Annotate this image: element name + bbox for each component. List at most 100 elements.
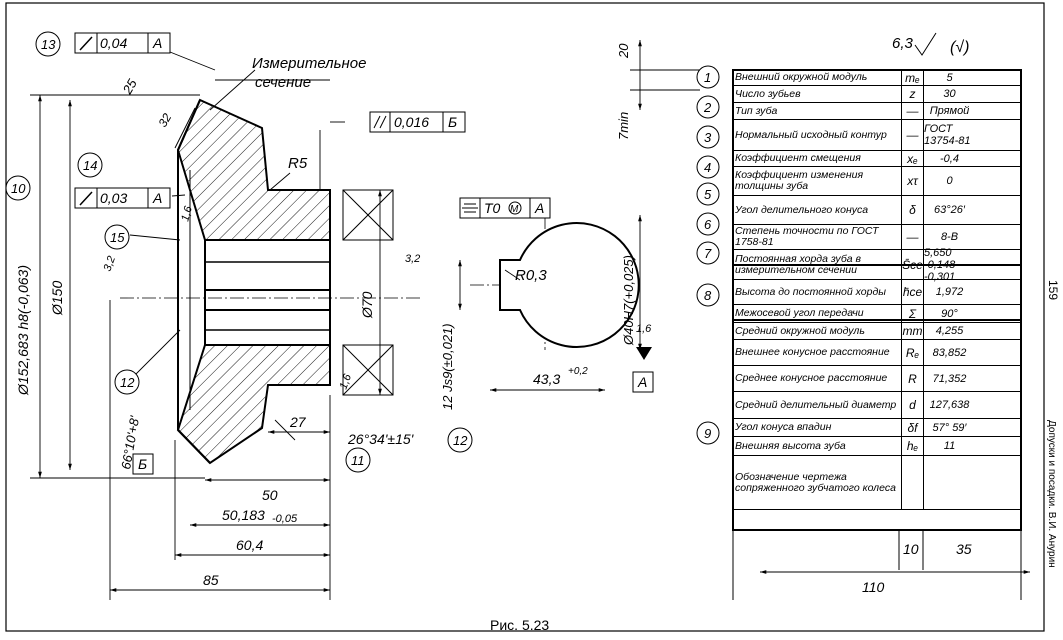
base-b-label: Б bbox=[138, 456, 147, 472]
dim-20: 20 bbox=[616, 43, 631, 59]
base-a-box bbox=[632, 371, 654, 393]
table-param-symbol: δ bbox=[901, 196, 923, 224]
callout-9: 9 bbox=[704, 426, 711, 441]
dim-25: 25 bbox=[119, 76, 140, 98]
table-param-label: Высота до постоянной хорды bbox=[735, 285, 886, 298]
tol-14-base: A bbox=[152, 190, 162, 206]
bore-section-view bbox=[499, 222, 640, 348]
table-param-symbol: Rₑ bbox=[901, 340, 923, 365]
bearing-phantom bbox=[342, 189, 394, 396]
table-param-label: Средний окружной модуль bbox=[735, 324, 865, 337]
dim-50183: 50,183 bbox=[222, 507, 265, 523]
r5-label: R5 bbox=[288, 155, 308, 172]
table-param-label: Коэффициент изменения толщины зуба bbox=[735, 169, 864, 192]
table-param-symbol: z bbox=[901, 86, 923, 102]
table-param-value: 57° 59′ bbox=[923, 419, 975, 436]
table-param-label: Межосевой угол передачи bbox=[735, 307, 864, 319]
dim-32c: 3,2 bbox=[405, 253, 420, 265]
key-width: 12 Js9(±0,021) bbox=[440, 323, 455, 410]
parallel-tolerance-frame: 0,016 Б bbox=[369, 111, 466, 133]
symmetry-tolerance-frame: T0 M A bbox=[459, 197, 551, 219]
tol-13-base: A bbox=[152, 35, 162, 51]
table-param-value bbox=[923, 456, 975, 509]
table-param-value: 127,638 bbox=[923, 392, 975, 418]
table-param-label: Средний делительный диаметр bbox=[735, 398, 897, 411]
angle-26: 26°34'±15' bbox=[347, 431, 415, 447]
parallel-tol-base: Б bbox=[448, 114, 457, 130]
table-param-label: Обозначение чертежа сопряженного зубчато… bbox=[735, 470, 896, 494]
side-book-title: Допуски и посадки. В.И. Анурин bbox=[1046, 420, 1057, 568]
dim-27: 27 bbox=[289, 414, 307, 430]
callout-12b: 12 bbox=[453, 433, 468, 448]
table-param-label: Внешний окружной модуль bbox=[735, 71, 868, 83]
table-param-symbol: xτ bbox=[901, 167, 923, 195]
measuring-section-label: Измерительное bbox=[252, 55, 366, 72]
table-param-label: Угол делительного конуса bbox=[735, 203, 869, 216]
callout-7: 7 bbox=[704, 246, 712, 261]
table-param-label: Угол конуса впадин bbox=[735, 421, 832, 433]
dim-50183-tol: -0,05 bbox=[272, 513, 298, 525]
table-param-value: 71,352 bbox=[923, 366, 975, 391]
table-param-label: Число зубьев bbox=[735, 87, 801, 100]
table-param-symbol: hₑ bbox=[901, 437, 923, 455]
callout-4: 4 bbox=[704, 160, 711, 175]
callout-14: 14 bbox=[83, 158, 97, 173]
table-param-label: Коэффициент смещения bbox=[735, 152, 861, 164]
dim-35: 35 bbox=[956, 541, 972, 557]
table-row: Тип зуба—Прямой bbox=[733, 103, 1021, 120]
dim-43: 43,3 bbox=[533, 371, 560, 387]
table-param-value: 0 bbox=[923, 167, 975, 195]
dim-604: 60,4 bbox=[236, 537, 263, 553]
table-param-value: 5,650 -0,148 -0,301 bbox=[923, 247, 975, 283]
table-param-value: 11 bbox=[923, 437, 975, 455]
table-param-symbol: S̄ce bbox=[901, 250, 923, 279]
table-param-value: ГОСТ 13754-81 bbox=[923, 120, 975, 150]
base-a-label: A bbox=[637, 374, 647, 390]
dim-32b: 3,2 bbox=[102, 255, 119, 273]
table-row: Постоянная хорда зуба в измерительном се… bbox=[733, 247, 1021, 283]
table-frame bbox=[732, 69, 1022, 600]
base-b-box bbox=[132, 453, 154, 475]
table-param-symbol: xₑ bbox=[901, 151, 923, 166]
table-param-label: Внешнее конусное расстояние bbox=[735, 346, 890, 358]
callout-8: 8 bbox=[704, 288, 712, 303]
table-param-value: 4,255 bbox=[923, 323, 975, 339]
table-param-symbol bbox=[901, 456, 923, 509]
dia-70: Ø70 bbox=[359, 291, 375, 319]
callout-2: 2 bbox=[703, 100, 712, 115]
dim-16b: 1,6 bbox=[636, 323, 652, 335]
base-a-triangle bbox=[636, 347, 652, 360]
frame-border bbox=[5, 2, 1045, 632]
dim-7min: 7min bbox=[616, 112, 631, 140]
table-row: Степень точности по ГОСТ 1758-81—8-В bbox=[733, 225, 1021, 250]
roughness-general: 6,3 bbox=[892, 35, 914, 52]
table-param-symbol: δf bbox=[901, 419, 923, 436]
dim-32: 32 bbox=[155, 111, 174, 130]
table-param-value: 83,852 bbox=[923, 340, 975, 365]
table-param-value: 5 bbox=[923, 70, 975, 85]
tol-13-value: 0,04 bbox=[100, 35, 127, 51]
callout-10: 10 bbox=[11, 181, 26, 196]
table-param-label: Постоянная хорда зуба в измерительном се… bbox=[735, 252, 861, 276]
table-param-label: Среднее конусное расстояние bbox=[735, 372, 888, 384]
table-param-label: Степень точности по ГОСТ 1758-81 bbox=[735, 225, 879, 248]
dia-40: Ø40H7(+0,025) bbox=[621, 255, 636, 346]
table-row: Нормальный исходный контур—ГОСТ 13754-81 bbox=[733, 120, 1021, 151]
table-param-symbol: — bbox=[901, 120, 923, 150]
dim-110: 110 bbox=[862, 579, 885, 595]
table-param-value: 90° bbox=[923, 305, 975, 322]
table-param-symbol: Σ bbox=[901, 305, 923, 322]
dim-43-tol: +0,2 bbox=[568, 366, 588, 377]
